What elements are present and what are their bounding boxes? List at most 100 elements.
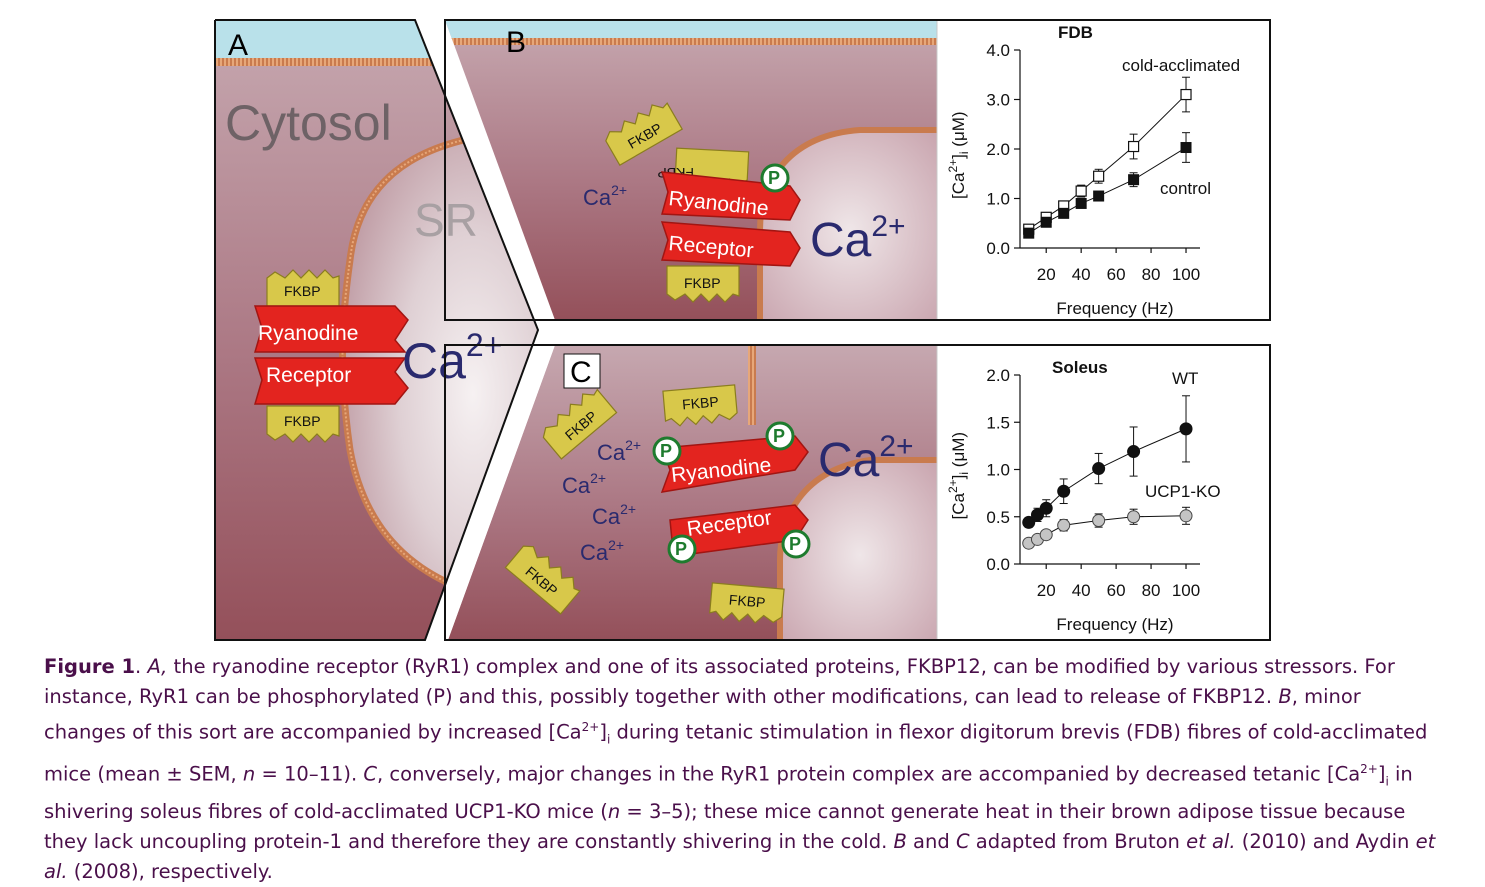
ca-c-2: Ca2+ bbox=[562, 470, 606, 498]
caption-segment: . bbox=[135, 655, 148, 678]
data-point bbox=[1180, 142, 1192, 154]
caption-segment: B bbox=[1278, 685, 1292, 708]
data-point bbox=[1057, 518, 1071, 532]
chart-title: Soleus bbox=[1052, 358, 1108, 377]
receptor-a-label: Receptor bbox=[266, 364, 351, 387]
x-tick-label: 40 bbox=[1072, 265, 1091, 284]
data-point bbox=[1179, 422, 1193, 436]
x-axis-label: Frequency (Hz) bbox=[1056, 299, 1173, 318]
y-axis-label: [Ca2+]i (μM) bbox=[946, 432, 971, 520]
cytosol-label: Cytosol bbox=[225, 95, 392, 151]
caption-segment: Figure 1 bbox=[44, 655, 136, 678]
fkbp-c-4: FKBP bbox=[708, 582, 785, 626]
data-point bbox=[1180, 88, 1192, 101]
caption-segment: during tetanic stimulation in flexor dig… bbox=[44, 720, 1428, 786]
caption-segment: in shivering soleus fibres of cold-accli… bbox=[44, 762, 1413, 823]
series-label: cold-acclimated bbox=[1122, 56, 1240, 75]
y-tick-label: 1.5 bbox=[986, 413, 1010, 432]
x-tick-label: 20 bbox=[1037, 581, 1056, 600]
caption-segment: C bbox=[363, 762, 378, 786]
data-point bbox=[1075, 197, 1087, 209]
chart-title: FDB bbox=[1058, 23, 1093, 42]
y-tick-label: 0.0 bbox=[986, 239, 1010, 258]
ca-ions-c: Ca2+ Ca2+ Ca2+ Ca2+ bbox=[562, 437, 641, 565]
caption-segment: the ryanodine receptor (RyR1) complex an… bbox=[44, 655, 1395, 708]
x-tick-label: 100 bbox=[1172, 581, 1200, 600]
caption-segment: et al. bbox=[1186, 829, 1236, 853]
x-tick-label: 60 bbox=[1107, 265, 1126, 284]
y-tick-label: 0.0 bbox=[986, 555, 1010, 574]
ca-c-3: Ca2+ bbox=[592, 501, 636, 529]
panel-a-letter: A bbox=[228, 29, 248, 62]
x-tick-label: 60 bbox=[1107, 581, 1126, 600]
chart-c-bg bbox=[937, 345, 1270, 640]
data-point bbox=[1127, 445, 1141, 459]
caption-segment: n bbox=[607, 799, 621, 823]
ryanodine-a-label: Ryanodine bbox=[258, 322, 358, 345]
fkbp-c-2: FKBP bbox=[662, 384, 739, 428]
caption-segment: B bbox=[893, 829, 907, 853]
x-tick-label: 100 bbox=[1172, 265, 1200, 284]
data-point bbox=[1127, 140, 1140, 153]
data-point bbox=[1075, 185, 1087, 197]
caption-segment: A, bbox=[147, 655, 168, 678]
y-tick-label: 0.5 bbox=[986, 508, 1010, 527]
caption-segment: et al. bbox=[44, 829, 1436, 883]
ca-big-c-label: Ca2+ bbox=[818, 430, 914, 487]
x-tick-label: 80 bbox=[1142, 265, 1161, 284]
caption-segment: 2+ bbox=[1360, 762, 1378, 777]
caption-segment: adapted from Bruton bbox=[969, 829, 1187, 853]
x-tick-label: 20 bbox=[1037, 265, 1056, 284]
caption-segment: 2+ bbox=[581, 720, 600, 734]
svg-text:FKBP: FKBP bbox=[681, 393, 719, 412]
caption-segment: i bbox=[606, 732, 611, 747]
data-point bbox=[1092, 462, 1106, 476]
data-point bbox=[1022, 515, 1036, 529]
phospho-c-2: P bbox=[765, 421, 795, 451]
y-tick-label: 2.0 bbox=[986, 140, 1010, 159]
y-tick-label: 1.0 bbox=[986, 190, 1010, 209]
svg-text:P: P bbox=[675, 539, 687, 559]
caption-segment: and bbox=[906, 829, 956, 853]
caption-segment: = 10–11). bbox=[255, 762, 364, 786]
data-point bbox=[1179, 509, 1193, 523]
phospho-c-1: P bbox=[652, 436, 682, 466]
svg-text:P: P bbox=[660, 441, 672, 461]
svg-text:P: P bbox=[768, 168, 780, 188]
y-tick-label: 2.0 bbox=[986, 366, 1010, 385]
data-point bbox=[1127, 510, 1141, 524]
ryr-complex-a: FKBP FKBP Ryanodine Receptor bbox=[253, 269, 409, 443]
caption-segment: (2010) and Aydin bbox=[1235, 829, 1416, 853]
data-point bbox=[1093, 190, 1105, 202]
caption-segment: , conversely, major changes in the RyR1 … bbox=[377, 762, 1361, 786]
ca-a-label: Ca2+ bbox=[402, 327, 502, 389]
phospho-c-3: P bbox=[667, 534, 697, 564]
x-tick-label: 40 bbox=[1072, 581, 1091, 600]
caption-paragraph: Figure 1. A, the ryanodine receptor (RyR… bbox=[44, 652, 1444, 887]
y-tick-label: 3.0 bbox=[986, 91, 1010, 110]
figure-illustration: A Cytosol SR FKBP FKBP Ryanodine Recepto… bbox=[214, 19, 1271, 641]
caption-segment: C bbox=[955, 829, 970, 853]
caption-segment: ] bbox=[1377, 762, 1386, 786]
ryr-complex-b: FKBP FKBP Ryanodine Receptor P bbox=[657, 147, 801, 303]
svg-text:P: P bbox=[789, 534, 801, 554]
caption-segment: = 3–5); these mice cannot generate heat … bbox=[44, 799, 1406, 853]
series-label: WT bbox=[1172, 369, 1198, 388]
data-point bbox=[1058, 207, 1070, 219]
data-point bbox=[1092, 514, 1106, 528]
data-point bbox=[1023, 227, 1035, 239]
figure-caption: Figure 1. A, the ryanodine receptor (RyR… bbox=[44, 652, 1444, 887]
data-point bbox=[1128, 174, 1140, 186]
phospho-c-4: P bbox=[781, 529, 811, 559]
series-label: control bbox=[1160, 179, 1211, 198]
data-point bbox=[1039, 501, 1053, 515]
data-point bbox=[1030, 508, 1044, 522]
x-tick-label: 80 bbox=[1142, 581, 1161, 600]
data-point bbox=[1093, 170, 1105, 182]
data-point bbox=[1040, 216, 1052, 228]
data-point bbox=[1057, 484, 1071, 498]
caption-segment: i bbox=[1385, 774, 1389, 789]
panel-c-letter: C bbox=[570, 356, 592, 389]
ca-c-4: Ca2+ bbox=[580, 537, 624, 565]
